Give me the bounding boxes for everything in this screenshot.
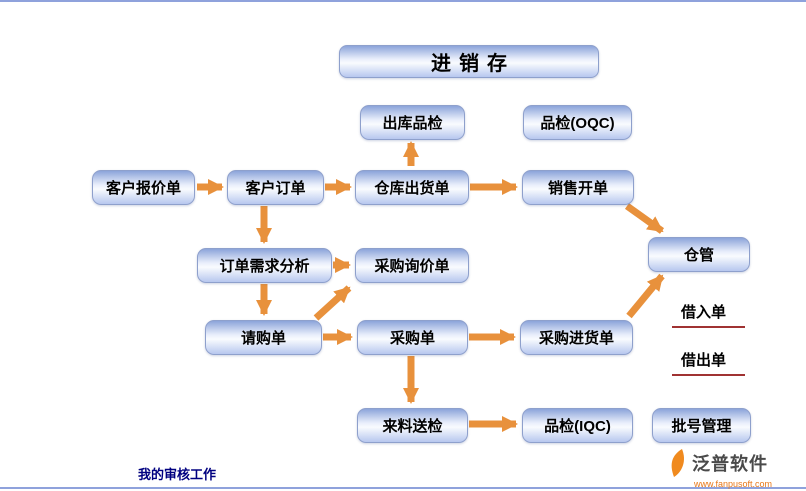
- borrow-in-underline: [672, 326, 745, 328]
- node-purchase-request[interactable]: 请购单: [205, 320, 322, 355]
- node-batch-mgmt[interactable]: 批号管理: [652, 408, 751, 443]
- arrow-request-to-inquiry: [313, 285, 352, 321]
- node-order-demand-analysis[interactable]: 订单需求分析: [197, 248, 332, 283]
- fanpu-logo-site: www.fanpusoft.com: [694, 479, 773, 489]
- my-audit-link[interactable]: 我的审核工作: [138, 467, 217, 482]
- node-outbound-inspection[interactable]: 出库品检: [360, 105, 465, 140]
- diagram-title: 进销存: [339, 45, 599, 78]
- bottom-border-line: [0, 487, 806, 489]
- link-borrow-in[interactable]: 借入单: [681, 304, 727, 321]
- fanpu-logo-icon: [671, 449, 685, 477]
- link-borrow-out[interactable]: 借出单: [681, 352, 727, 369]
- node-iqc[interactable]: 品检(IQC): [522, 408, 633, 443]
- node-purchase-inquiry[interactable]: 采购询价单: [355, 248, 469, 283]
- arrow-sales-billing-to-warehouse: [624, 203, 665, 234]
- node-warehouse-mgmt[interactable]: 仓管: [648, 237, 750, 272]
- arrow-receipt-to-warehouse: [626, 273, 665, 319]
- top-border-line: [0, 0, 806, 2]
- fanpu-logo[interactable]: 泛普软件 www.fanpusoft.com: [668, 448, 798, 489]
- fanpu-logo-row: 泛普软件: [668, 448, 768, 478]
- node-incoming-inspection[interactable]: 来料送检: [357, 408, 468, 443]
- node-purchase-order[interactable]: 采购单: [357, 320, 468, 355]
- node-purchase-receipt[interactable]: 采购进货单: [520, 320, 633, 355]
- node-sales-billing[interactable]: 销售开单: [522, 170, 634, 205]
- node-oqc[interactable]: 品检(OQC): [523, 105, 632, 140]
- node-customer-quote[interactable]: 客户报价单: [92, 170, 195, 205]
- node-customer-order[interactable]: 客户订单: [227, 170, 324, 205]
- node-warehouse-shipment[interactable]: 仓库出货单: [355, 170, 469, 205]
- borrow-out-underline: [672, 374, 745, 376]
- fanpu-logo-name: 泛普软件: [692, 454, 768, 474]
